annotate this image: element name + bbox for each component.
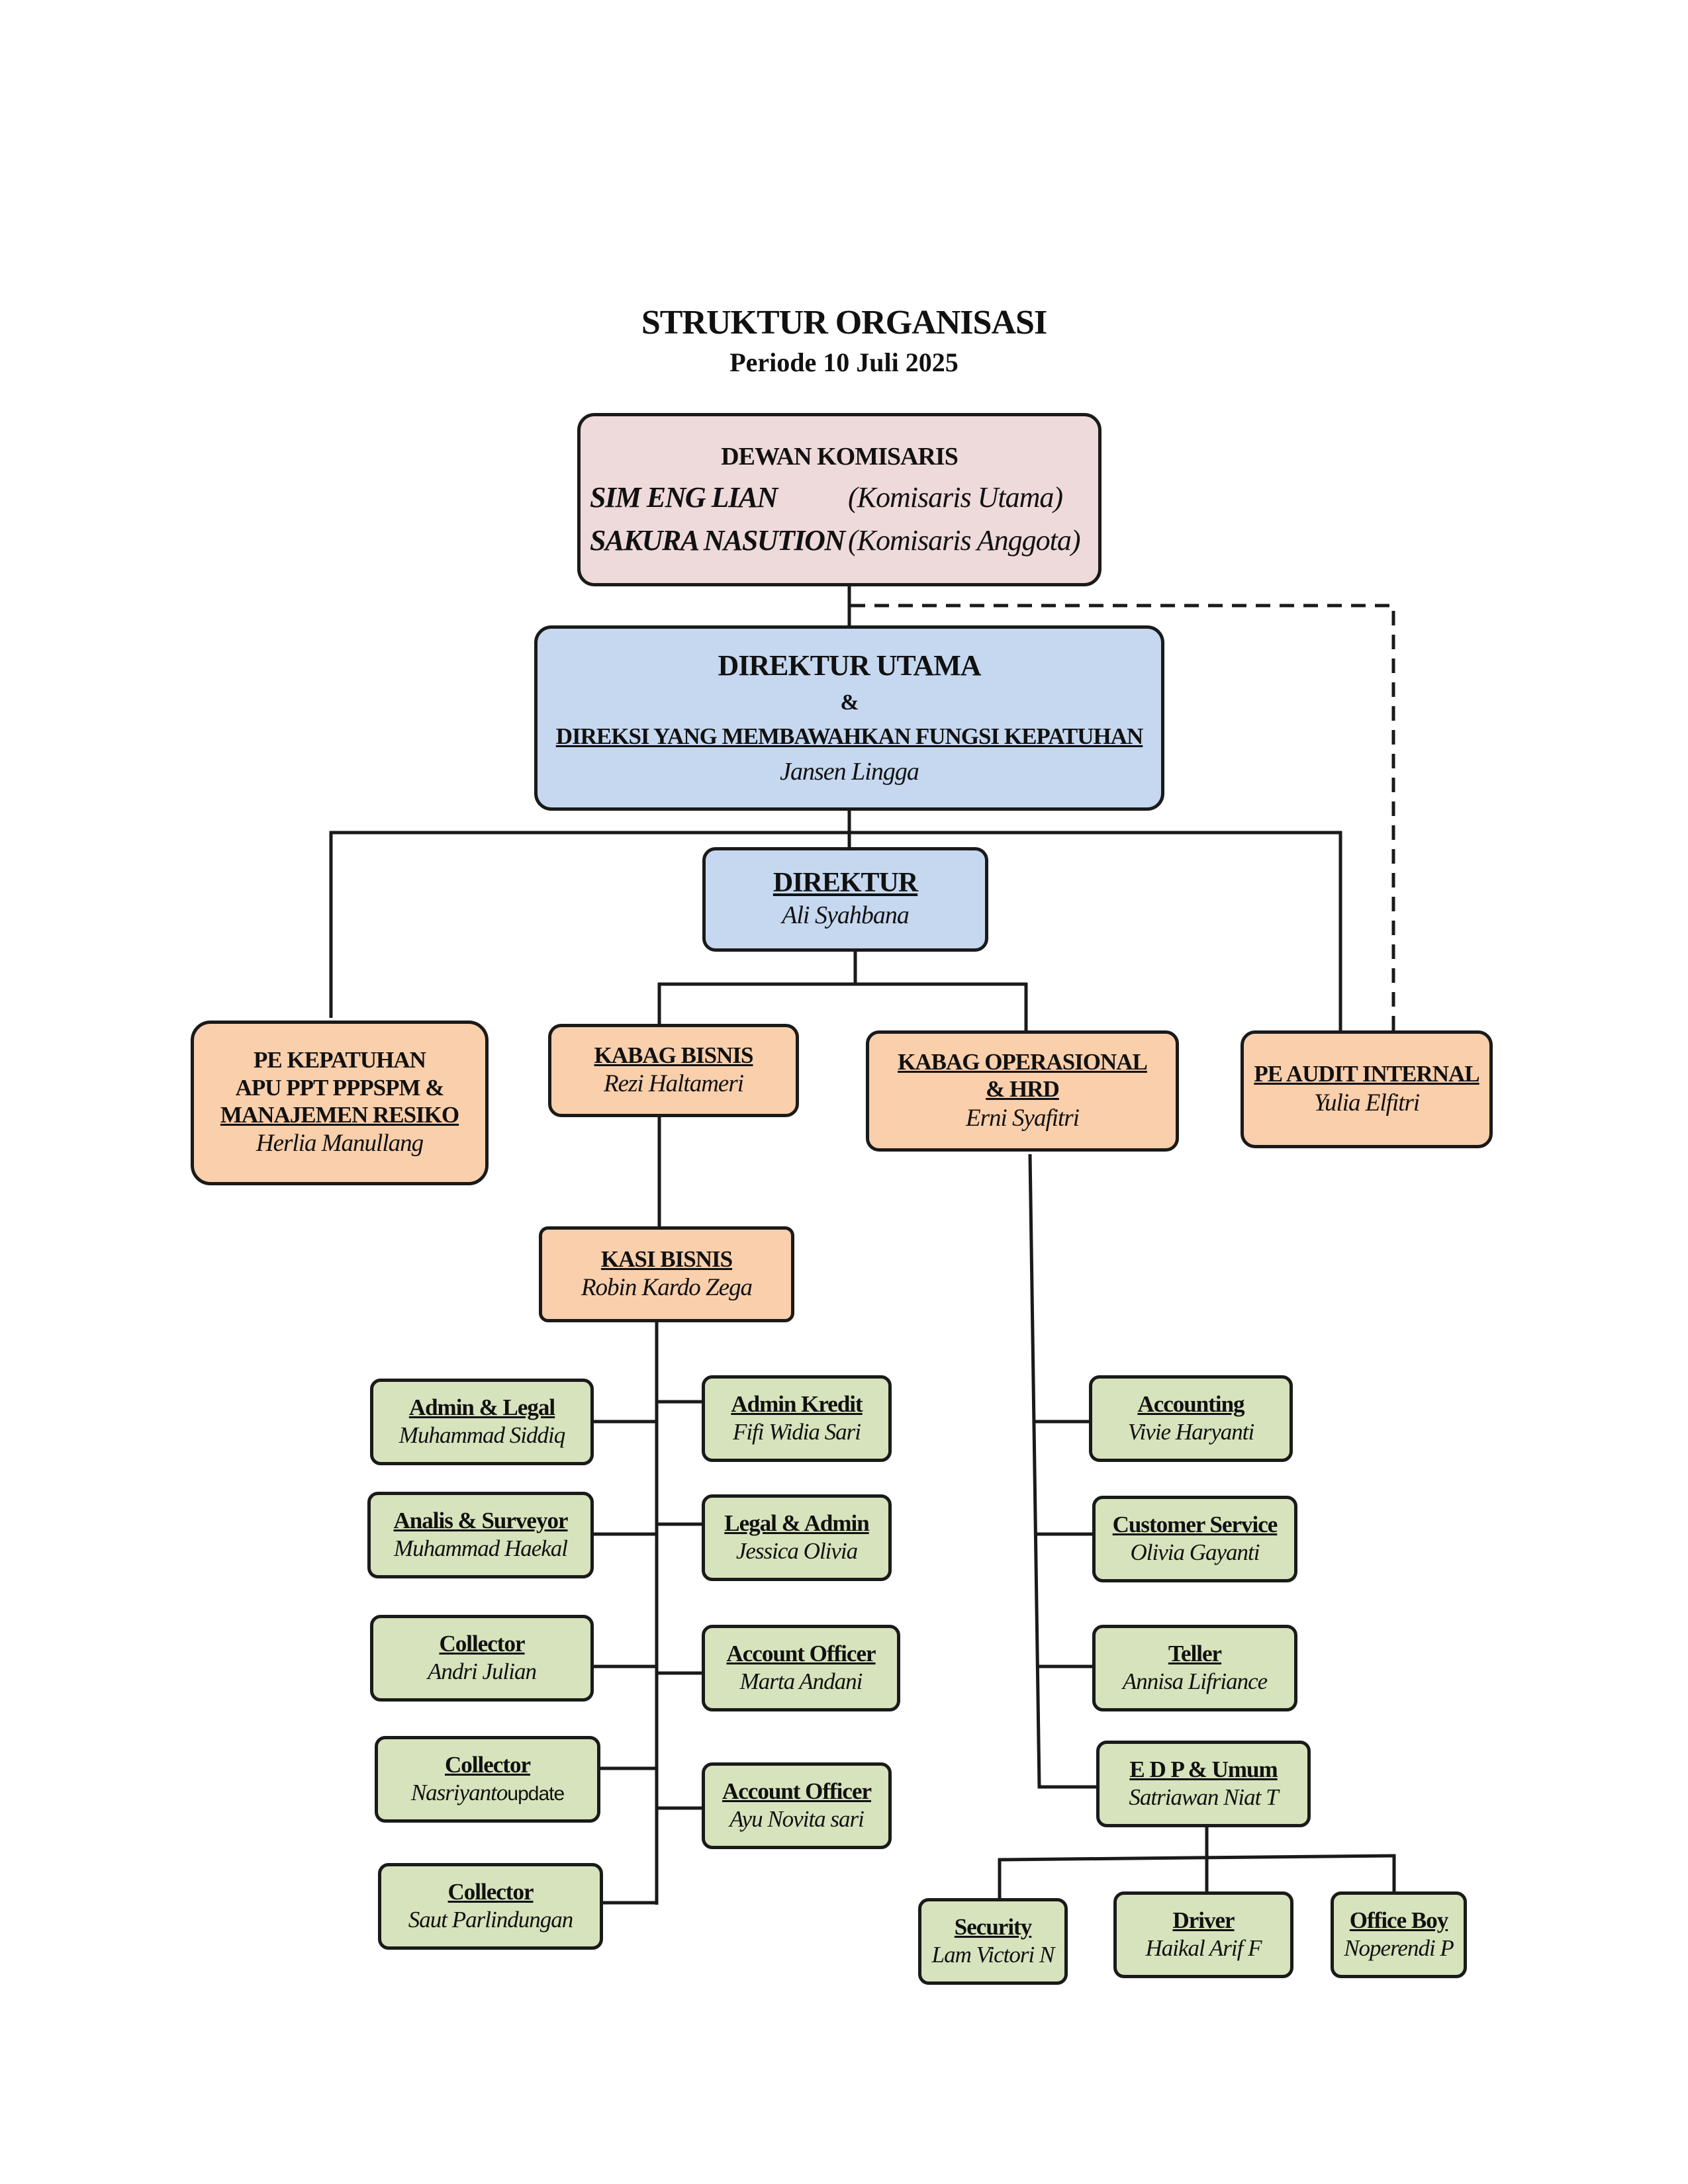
president-box: DIREKTUR UTAMA & DIREKSI YANG MEMBAWAHKA… xyxy=(534,625,1164,811)
staff-title: Collector xyxy=(447,1878,534,1905)
staff-name-suffix: update xyxy=(507,1783,565,1805)
staff-box: Customer Service Olivia Gayanti xyxy=(1092,1496,1297,1582)
staff-box: Collector Nasriyantoupdate xyxy=(375,1736,600,1823)
staff-title: Collector xyxy=(445,1751,531,1778)
compliance-title-2: APU PPT PPPSPM & xyxy=(235,1074,445,1101)
staff-box: Security Lam Victori N xyxy=(918,1898,1068,1985)
staff-name: Marta Andani xyxy=(739,1668,863,1695)
staff-name: Fifi Widia Sari xyxy=(732,1419,861,1445)
kabag-bisnis-title: KABAG BISNIS xyxy=(594,1042,754,1068)
kabag-bisnis-name: Rezi Haltameri xyxy=(603,1070,744,1098)
audit-title: PE AUDIT INTERNAL xyxy=(1254,1061,1479,1087)
compliance-title-3: MANAJEMEN RESIKO xyxy=(220,1102,459,1128)
kasi-bisnis-box: KASI BISNIS Robin Kardo Zega xyxy=(539,1226,794,1322)
audit-box: PE AUDIT INTERNAL Yulia Elfitri xyxy=(1241,1030,1493,1148)
director-name: Ali Syahbana xyxy=(782,901,910,930)
staff-box: Account Officer Marta Andani xyxy=(702,1625,900,1711)
staff-title: Driver xyxy=(1172,1907,1235,1933)
staff-name: Lam Victori N xyxy=(931,1942,1055,1968)
compliance-name: Herlia Manullang xyxy=(256,1130,424,1158)
staff-box: Teller Annisa Lifriance xyxy=(1092,1625,1297,1711)
staff-name: Vivie Haryanti xyxy=(1127,1419,1254,1445)
staff-title: Security xyxy=(954,1913,1032,1940)
staff-title: Admin Kredit xyxy=(731,1390,863,1417)
staff-title: Account Officer xyxy=(726,1640,876,1666)
staff-box: Account Officer Ayu Novita sari xyxy=(702,1762,892,1849)
member-name: SIM ENG LIAN xyxy=(590,481,778,514)
president-amp: & xyxy=(840,690,859,715)
board-member: SAKURA NASUTION (Komisaris Anggota) xyxy=(581,523,1098,557)
compliance-box: PE KEPATUHAN APU PPT PPPSPM & MANAJEMEN … xyxy=(191,1021,489,1185)
board-title: DEWAN KOMISARIS xyxy=(721,442,959,471)
staff-box: Office Boy Noperendi P xyxy=(1331,1891,1467,1978)
president-subtitle: DIREKSI YANG MEMBAWAHKAN FUNGSI KEPATUHA… xyxy=(555,723,1144,749)
member-role: (Komisaris Utama) xyxy=(848,481,1063,514)
page-title: STRUKTUR ORGANISASI xyxy=(641,304,1047,341)
staff-name: Muhammad Siddiq xyxy=(399,1422,565,1449)
staff-name: Annisa Lifriance xyxy=(1122,1668,1268,1695)
staff-name: Saut Parlindungan xyxy=(408,1907,573,1933)
president-title: DIREKTUR UTAMA xyxy=(718,649,981,682)
board-box: DEWAN KOMISARIS SIM ENG LIAN (Komisaris … xyxy=(577,413,1102,586)
staff-box: Accounting Vivie Haryanti xyxy=(1089,1375,1293,1462)
staff-title: E D P & Umum xyxy=(1129,1756,1278,1782)
staff-name: Ayu Novita sari xyxy=(729,1806,865,1833)
staff-name: Haikal Arif F xyxy=(1145,1935,1262,1962)
kabag-ops-title: KABAG OPERASIONAL xyxy=(898,1049,1148,1075)
staff-box: Admin & Legal Muhammad Siddiq xyxy=(370,1379,594,1465)
compliance-title-1: PE KEPATUHAN xyxy=(254,1047,426,1073)
staff-name: Jessica Olivia xyxy=(735,1538,858,1565)
staff-title: Analis & Surveyor xyxy=(393,1507,569,1533)
staff-name: Andri Julian xyxy=(428,1659,537,1685)
staff-box: E D P & Umum Satriawan Niat T xyxy=(1096,1741,1311,1827)
staff-name: Satriawan Niat T xyxy=(1129,1784,1278,1811)
staff-box: Analis & Surveyor Muhammad Haekal xyxy=(367,1492,594,1578)
kabag-ops-title-2: & HRD xyxy=(986,1076,1060,1103)
audit-name: Yulia Elfitri xyxy=(1313,1089,1420,1116)
director-box: DIREKTUR Ali Syahbana xyxy=(702,847,988,952)
kabag-ops-box: KABAG OPERASIONAL & HRD Erni Syafitri xyxy=(866,1030,1179,1152)
staff-title: Customer Service xyxy=(1112,1511,1278,1537)
kabag-ops-name: Erni Syafitri xyxy=(966,1104,1080,1132)
staff-box: Legal & Admin Jessica Olivia xyxy=(702,1494,892,1581)
president-name: Jansen Lingga xyxy=(780,757,919,786)
staff-title: Teller xyxy=(1168,1640,1222,1666)
kabag-bisnis-box: KABAG BISNIS Rezi Haltameri xyxy=(548,1024,799,1117)
staff-title: Accounting xyxy=(1137,1390,1244,1417)
kasi-bisnis-name: Robin Kardo Zega xyxy=(581,1274,753,1302)
member-name: SAKURA NASUTION xyxy=(590,524,845,557)
staff-name: Noperendi P xyxy=(1344,1935,1454,1962)
board-member: SIM ENG LIAN (Komisaris Utama) xyxy=(581,480,1098,514)
staff-box: Driver Haikal Arif F xyxy=(1113,1891,1293,1978)
staff-name-row: Nasriyantoupdate xyxy=(410,1778,565,1807)
staff-box: Collector Saut Parlindungan xyxy=(378,1863,603,1950)
staff-box: Admin Kredit Fifi Widia Sari xyxy=(702,1375,892,1462)
staff-title: Legal & Admin xyxy=(724,1510,869,1536)
staff-box: Collector Andri Julian xyxy=(370,1615,594,1702)
staff-name: Muhammad Haekal xyxy=(393,1535,568,1562)
staff-name: Nasriyanto xyxy=(410,1780,508,1806)
staff-title: Office Boy xyxy=(1349,1907,1448,1933)
page-subtitle: Periode 10 Juli 2025 xyxy=(729,347,959,377)
staff-title: Collector xyxy=(439,1630,526,1657)
staff-title: Admin & Legal xyxy=(408,1394,555,1420)
member-role: (Komisaris Anggota) xyxy=(848,524,1081,557)
director-title: DIREKTUR xyxy=(773,868,918,899)
staff-title: Account Officer xyxy=(722,1778,872,1804)
staff-name: Olivia Gayanti xyxy=(1130,1539,1260,1566)
kasi-bisnis-title: KASI BISNIS xyxy=(600,1246,733,1272)
